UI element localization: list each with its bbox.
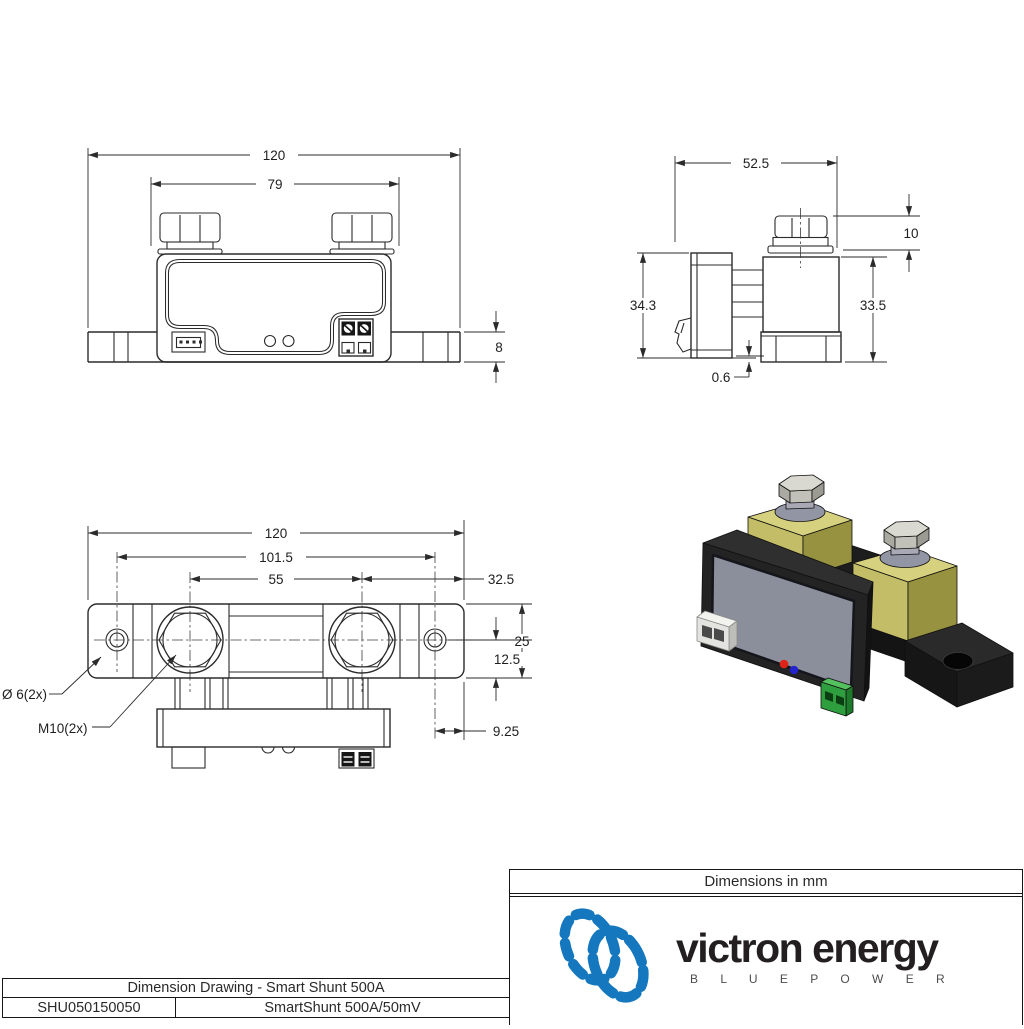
top-terminal-screws (338, 748, 375, 769)
render-mounting-foot (904, 622, 1014, 708)
front-flange-left (87, 331, 157, 362)
victron-logo-icon (559, 908, 649, 1003)
front-bolt-right (329, 212, 395, 255)
brand-tagline: B L U E P O W E R (690, 972, 955, 986)
top-mount-hole-right (423, 628, 447, 652)
front-led-left (263, 334, 277, 348)
dim-mask (250, 147, 298, 163)
title-block: Dimensions in mm victron energy B L U E … (509, 869, 1023, 1025)
dim-side-overall-depth: 52.5 (743, 156, 769, 171)
brand-text: victron energy B L U E P O W E R (676, 925, 955, 987)
title-block-divider (510, 896, 1022, 897)
dim-side-terminal-height: 33.5 (860, 298, 886, 313)
top-view: 120 101.5 55 32.5 25 12.5 9.25 (2, 520, 538, 769)
front-inner-contour (165, 259, 386, 355)
dim-top-bolt-to-edge: 32.5 (488, 572, 514, 587)
dim-side-bolt-height: 10 (903, 226, 918, 241)
dim-top-bolt-spacing: 55 (268, 572, 283, 587)
top-led-bump-right (281, 746, 296, 754)
part-number: SHU050150050 (3, 998, 176, 1017)
side-connector-clip (674, 317, 692, 353)
units-note: Dimensions in mm (510, 870, 1022, 894)
dim-top-hole-spacing: 101.5 (259, 550, 293, 565)
front-led-right (282, 334, 295, 348)
product-name: SmartShunt 500A/50mV (264, 999, 421, 1016)
product-render (696, 474, 1014, 717)
dim-top-overall-width: 120 (265, 526, 288, 541)
top-mount-hole-left (105, 628, 129, 652)
brand-logo-row: victron energy B L U E P O W E R (510, 897, 1022, 1007)
render-vedirect-connector (696, 610, 738, 652)
front-view: 120 79 8 (87, 147, 505, 383)
top-connector (171, 746, 206, 769)
front-terminal-block (338, 318, 374, 357)
top-lower-face (156, 678, 391, 769)
top-bolt-right (328, 606, 396, 674)
label-bolt-thread: M10(2x) (38, 654, 177, 736)
label-mount-hole-text: Ø 6(2x) (2, 687, 47, 702)
dim-front-overall-width: 120 (263, 148, 286, 163)
dim-top-center-to-edge: 12.5 (494, 652, 520, 667)
render-led-red (779, 659, 789, 669)
front-vedirect-connector (171, 331, 206, 353)
dim-top-hole-to-edge: 9.25 (493, 724, 519, 739)
label-mount-hole: Ø 6(2x) (2, 656, 102, 702)
dim-front-base-height: 8 (495, 340, 503, 355)
top-body-outline (87, 603, 465, 679)
brand-name: victron energy (676, 925, 939, 971)
dim-top-body-width: 25 (514, 634, 529, 649)
dim-side-housing-height: 34.3 (630, 298, 656, 313)
front-bolt-left (157, 212, 223, 255)
drawing-title: Dimension Drawing - Smart Shunt 500A (3, 979, 509, 998)
dim-front-terminal-spacing: 79 (267, 177, 282, 192)
render-terminal-green (820, 677, 854, 717)
top-led-bump-left (261, 746, 275, 754)
side-terminal-bolt (762, 208, 840, 333)
side-base (760, 331, 842, 363)
side-view: 52.5 10 34.3 33.5 0.6 (620, 155, 920, 385)
side-shunt-bar (732, 269, 763, 318)
label-bolt-thread-text: M10(2x) (38, 721, 88, 736)
drawing-info-table: Dimension Drawing - Smart Shunt 500A SHU… (2, 978, 510, 1018)
render-housing (700, 529, 874, 702)
side-housing (674, 252, 733, 359)
render-bolt-left (774, 474, 826, 522)
front-flange-right (391, 331, 461, 362)
render-bolt-right (879, 520, 931, 568)
top-bolt-left (156, 606, 224, 674)
dim-side-base-offset: 0.6 (712, 370, 731, 385)
render-led-blue (789, 665, 799, 675)
